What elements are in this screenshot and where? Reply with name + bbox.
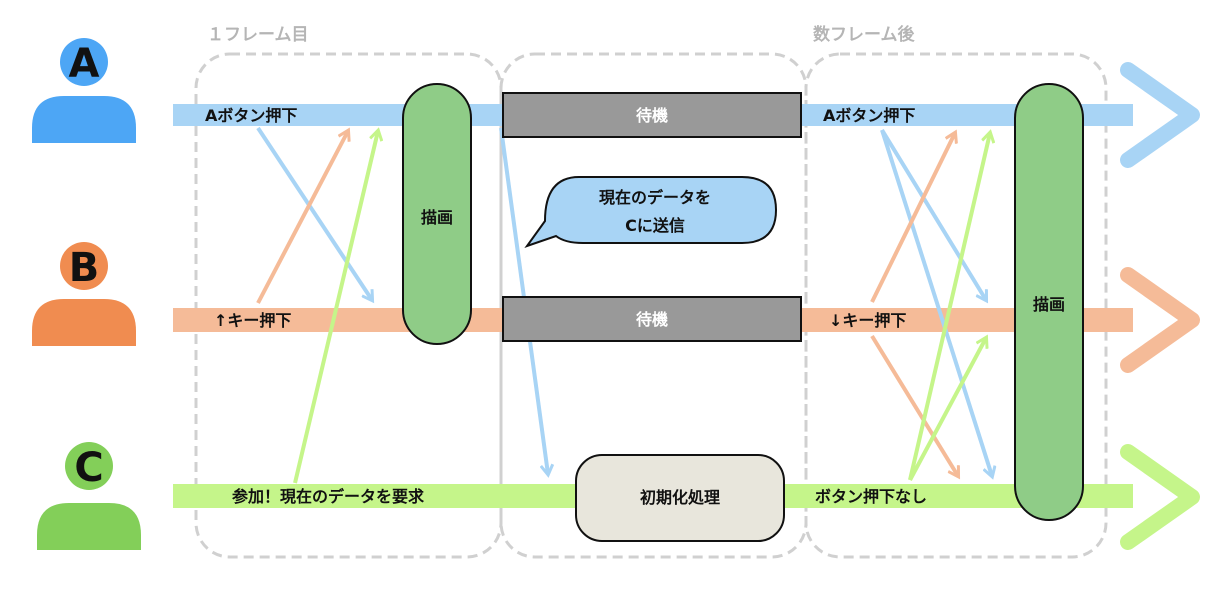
player-c-avatar: C (37, 442, 141, 550)
lane-b-event-later: ↓キー押下 (829, 311, 906, 330)
frame-label-first: １フレーム目 (207, 25, 309, 45)
lane-a-event-later: Aボタン押下 (823, 106, 915, 125)
render-label-later: 描画 (1033, 295, 1065, 314)
wait-box-b (502, 296, 802, 342)
arrow-b-to-c-later (870, 334, 958, 476)
init-label: 初期化処理 (640, 488, 720, 507)
wait-label-b: 待機 (636, 310, 668, 329)
arrow-a-to-c-later (880, 129, 992, 476)
player-a-letter: A (69, 41, 100, 87)
lane-b-arrowhead (1120, 267, 1200, 373)
render-pill-later (1014, 83, 1084, 521)
arrow-a-to-b-later (880, 128, 986, 300)
player-b-avatar: B (32, 242, 136, 346)
bubble-line2: Cに送信 (625, 216, 685, 235)
player-c-letter: C (74, 445, 103, 491)
lane-c-event-later: ボタン押下なし (815, 487, 927, 506)
bubble-line1: 現在のデータを (599, 188, 711, 207)
wait-label-a: 待機 (636, 106, 668, 125)
frame-label-later: 数フレーム後 (813, 24, 915, 45)
speech-bubble (524, 176, 778, 248)
lane-b-event-frame1: ↑キー押下 (214, 311, 291, 330)
player-b-letter: B (69, 245, 100, 291)
arrow-c-to-b-later (908, 338, 986, 481)
frame-region-1 (194, 52, 503, 559)
lane-c-event-frame1: 参加！現在のデータを要求 (232, 487, 425, 506)
player-a-avatar: A (32, 38, 136, 143)
arrow-b-to-a-later (870, 133, 955, 303)
arrow-b-to-a-frame1 (256, 131, 348, 304)
lane-a-event-frame1: Aボタン押下 (205, 106, 297, 125)
frame-region-3 (804, 52, 1108, 559)
arrow-c-to-a-frame1 (293, 131, 378, 484)
render-pill-frame1 (402, 83, 472, 345)
init-box (575, 454, 785, 542)
lane-c-arrowhead (1120, 444, 1200, 550)
wait-box-a (502, 92, 802, 138)
frame-region-2 (499, 52, 808, 559)
arrow-a-to-b-frame1 (256, 126, 372, 300)
arrow-c-to-a-later (908, 133, 990, 481)
render-label-frame1: 描画 (421, 208, 453, 227)
lane-a-arrowhead (1120, 62, 1200, 168)
